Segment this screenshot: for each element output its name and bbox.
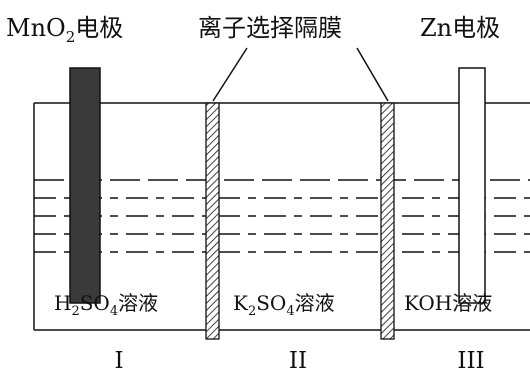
membrane-right	[380, 102, 395, 340]
zn-electrode	[458, 67, 486, 304]
compartment-3-numeral: III	[457, 348, 484, 374]
solution-label-part: 溶液	[295, 291, 335, 315]
solution-label-part: KOH溶液	[404, 291, 492, 315]
compartment-1-numeral: I	[114, 348, 123, 374]
anode-label-tail: 电极	[75, 14, 123, 42]
mno2-electrode-label: MnO2电极	[6, 14, 123, 46]
solution-label-part: 2	[248, 304, 256, 319]
mno2-electrode	[69, 67, 101, 304]
solution-label-part: H	[54, 291, 71, 315]
liquid-level-lines	[34, 179, 530, 253]
zn-electrode-label: Zn电极	[420, 14, 500, 42]
solution-label-part: SO	[80, 291, 110, 315]
membrane-label: 离子选择隔膜	[198, 14, 342, 42]
anode-label-subscript: 2	[66, 28, 76, 46]
membrane-pointer-right	[356, 47, 389, 102]
anode-label-main: MnO	[6, 14, 66, 42]
solution-label-part: 溶液	[118, 291, 158, 315]
solution-label-part: 4	[110, 304, 118, 319]
compartment-3-solution-label: KOH溶液	[404, 291, 492, 315]
compartment-2-numeral: II	[289, 348, 307, 374]
membrane-pointer-left	[212, 47, 248, 102]
membrane-left	[205, 102, 220, 340]
compartment-1-solution-label: H2SO4溶液	[54, 291, 158, 319]
solution-label-part: K	[233, 291, 249, 315]
solution-label-part: 4	[286, 304, 294, 319]
compartment-2-solution-label: K2SO4溶液	[233, 291, 335, 319]
solution-label-part: 2	[71, 304, 79, 319]
solution-label-part: SO	[256, 291, 286, 315]
